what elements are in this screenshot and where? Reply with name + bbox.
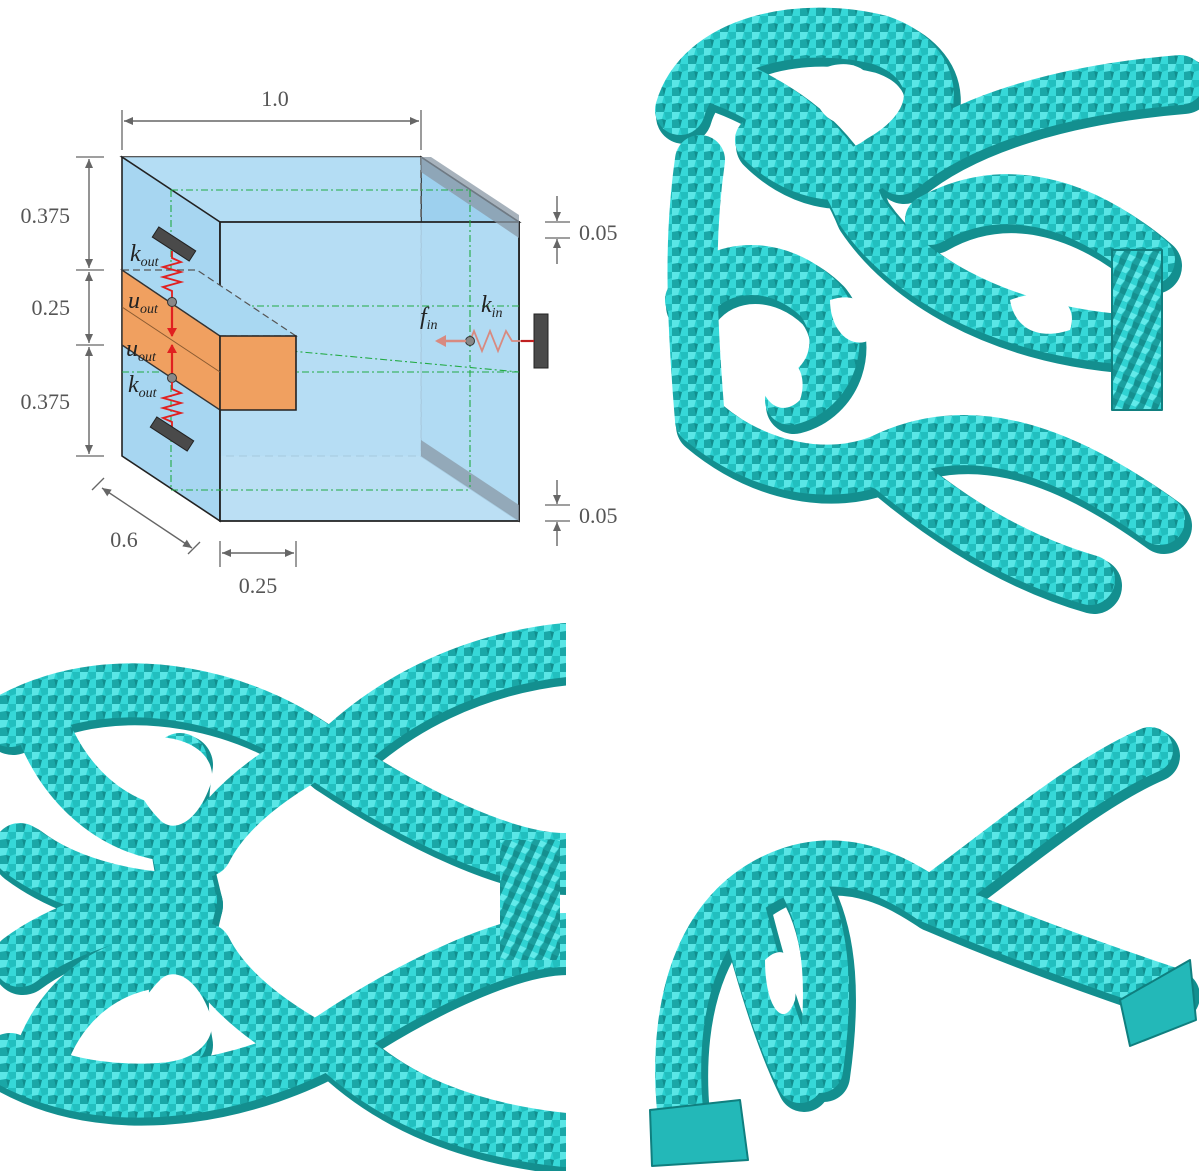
dim-support-bottom-label: 0.05 (579, 503, 618, 528)
dim-depth-line (101, 487, 193, 549)
label-k-out-top: kout (130, 241, 160, 270)
problem-setup-panel: kout uout uout kout fin kin 1.0 0.375 0.… (21, 86, 618, 598)
output-block-front (219, 335, 297, 411)
dim-width-label: 1.0 (261, 86, 289, 111)
side-face-slab (500, 840, 560, 960)
holes (759, 64, 1072, 408)
spring-bottom (159, 382, 185, 429)
spring-top (159, 251, 185, 298)
dim-height-top-label: 0.375 (21, 203, 71, 228)
node-top (167, 297, 177, 307)
input-anchor (533, 313, 549, 369)
dim-left-ext (76, 156, 104, 457)
dim-height-mid-label: 0.25 (32, 295, 71, 320)
dim-depth-label: 0.6 (110, 527, 138, 552)
isometric-view-panel (655, 7, 1199, 614)
base-block-left (649, 1099, 749, 1167)
support-strip-top (421, 157, 519, 238)
fixed-face-slab (1111, 249, 1163, 411)
spring-anchor-top (151, 226, 197, 262)
output-block-mid (121, 306, 221, 373)
structure-body (655, 727, 1193, 1133)
dim-depth-ext-b (187, 541, 201, 555)
input-node (465, 336, 475, 346)
panel-right-edge-clip (566, 620, 626, 1171)
hole (765, 952, 796, 1015)
dim-depth-ext-a (91, 477, 105, 491)
dim-height-bot-label: 0.375 (21, 389, 71, 414)
dim-support-top-label: 0.05 (579, 220, 618, 245)
dim-output-depth-label: 0.25 (239, 573, 278, 598)
base-block-right (1119, 959, 1197, 1047)
label-k-in: kin (481, 292, 503, 321)
label-k-out-bottom: kout (128, 372, 158, 401)
node-bottom (167, 373, 177, 383)
quarter-view-panel (649, 727, 1199, 1167)
front-view-panel (0, 620, 626, 1171)
label-f-in: fin (420, 304, 438, 333)
spring-anchor-bottom (149, 416, 195, 452)
input-spring (469, 328, 521, 354)
label-u-out-top: uout (128, 288, 159, 317)
holes (129, 736, 213, 1064)
structure-body (655, 7, 1199, 605)
label-u-out-bottom: uout (126, 336, 157, 365)
